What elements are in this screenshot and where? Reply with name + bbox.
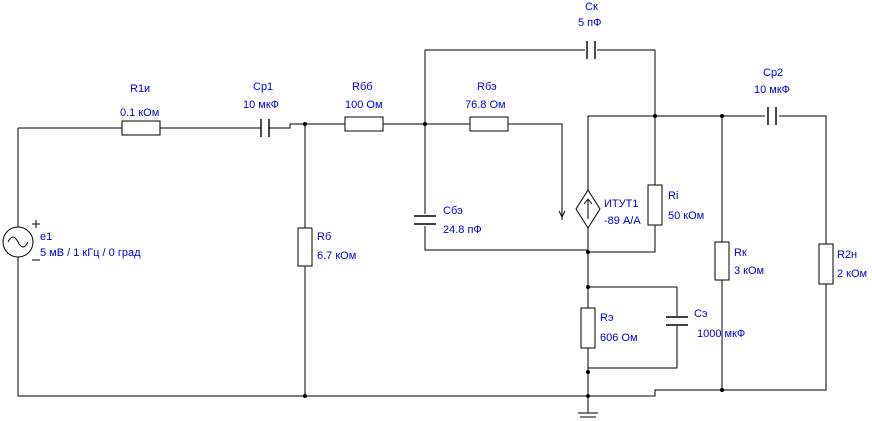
resistor-rbe[interactable] (469, 116, 509, 132)
rk-name-label: Rк (734, 247, 747, 259)
rbb-value-label: 100 Ом (345, 99, 383, 111)
ce-value-label: 1000 мкФ (697, 328, 745, 340)
wires (17, 49, 827, 414)
re-name-label: Rэ (600, 312, 614, 324)
ri-value-label: 50 кОм (668, 210, 704, 222)
capacitor-cr1[interactable] (258, 119, 272, 137)
resistor-ri[interactable] (647, 184, 663, 226)
ri-name-label: Ri (668, 190, 678, 202)
r1i-value-label: 0.1 кОм (120, 107, 159, 119)
rbe-name-label: Rбэ (477, 81, 497, 93)
rb-name-label: Rб (317, 231, 331, 243)
resistor-rb[interactable] (297, 227, 313, 267)
rb-value-label: 6.7 кОм (317, 250, 356, 262)
rbb-name-label: Rбб (352, 81, 373, 93)
ce-name-label: Cэ (694, 308, 708, 320)
itut-name-label: ИТУТ1 (604, 198, 638, 210)
cbe-value-label: 24.8 пФ (443, 224, 482, 236)
voltage-source-e1[interactable] (2, 220, 40, 261)
resistor-rk[interactable] (714, 241, 730, 281)
cr1-name-label: Cр1 (253, 81, 273, 93)
ck-name-label: Cк (585, 1, 598, 13)
junction-dots (303, 114, 724, 398)
controlled-source-itut1[interactable] (558, 189, 601, 229)
ck-value-label: 5 пФ (578, 17, 602, 29)
resistor-rbb[interactable] (344, 116, 384, 132)
r1i-name-label: R1и (130, 83, 150, 95)
capacitor-cbe[interactable] (414, 215, 436, 225)
r2n-name-label: R2н (837, 249, 857, 261)
e1-value-label: 5 мВ / 1 кГц / 0 град (40, 247, 141, 259)
r2n-value-label: 2 кОм (837, 268, 867, 280)
capacitor-ck[interactable] (586, 41, 596, 59)
cr2-value-label: 10 мкФ (754, 84, 790, 96)
rbe-value-label: 76.8 Ом (465, 99, 506, 111)
rk-value-label: 3 кОм (734, 265, 764, 277)
cbe-name-label: Cбэ (443, 205, 463, 217)
resistor-re[interactable] (580, 307, 596, 349)
capacitor-cr2[interactable] (767, 107, 777, 125)
resistor-r1i[interactable] (121, 120, 161, 136)
resistor-r2n[interactable] (818, 243, 834, 285)
capacitor-ce[interactable] (666, 316, 688, 326)
re-value-label: 606 Ом (600, 332, 638, 344)
cr1-value-label: 10 мкФ (243, 99, 279, 111)
e1-name-label: e1 (40, 231, 52, 243)
cr2-name-label: Cр2 (763, 67, 783, 79)
itut-value-label: -89 А/А (604, 215, 641, 227)
